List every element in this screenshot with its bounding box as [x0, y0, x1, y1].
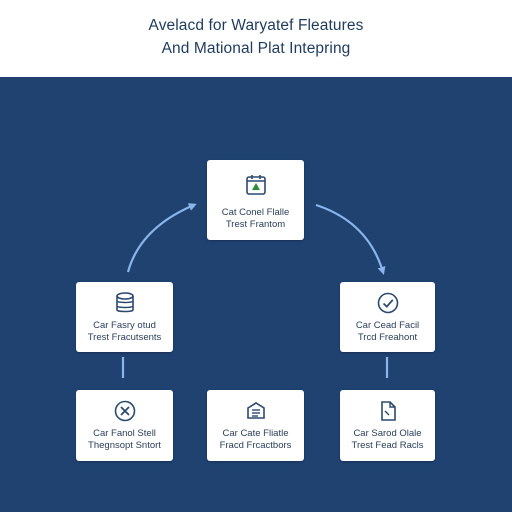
node-bottom-left-line-1: Car Fanol Stell	[93, 428, 156, 439]
header: Avelacd for Waryatef Fleatures And Matio…	[0, 0, 512, 77]
node-bottom-middle-line-1: Car Cate Fliatle	[222, 428, 289, 439]
arrow-top-to-right	[315, 203, 386, 275]
node-bottom-middle[interactable]: Car Cate Fliatle Fracd Frcactbors	[207, 390, 304, 461]
database-icon	[115, 292, 134, 313]
node-left[interactable]: Car Fasry otud Trest Fracutsents	[76, 282, 173, 352]
node-bottom-left[interactable]: Car Fanol Stell Thegnsopt Sntort	[76, 390, 173, 461]
inbox-icon	[246, 402, 265, 419]
arrow-left-to-top	[126, 203, 197, 273]
node-right-line-2: Trcd Freahont	[357, 332, 418, 343]
node-bottom-right-line-1: Car Sarod Olale	[353, 428, 422, 439]
document-icon	[380, 401, 396, 421]
node-right-line-1: Car Cead Facil	[355, 320, 420, 331]
close-circle-icon	[114, 400, 135, 422]
calendar-tree-icon	[245, 175, 266, 195]
node-left-line-2: Trest Fracutsents	[87, 332, 162, 343]
node-bottom-middle-line-2: Fracd Frcactbors	[219, 440, 292, 451]
node-left-line-1: Car Fasry otud	[93, 320, 156, 331]
node-top[interactable]: Cat Conel Flalle Trest Frantom	[207, 160, 304, 240]
title-line-1: Avelacd for Waryatef Fleatures	[148, 17, 364, 34]
node-top-line-2: Trest Frantom	[225, 219, 286, 230]
node-bottom-left-line-2: Thegnsopt Sntort	[88, 440, 161, 451]
node-top-line-1: Cat Conel Flalle	[221, 207, 290, 218]
node-bottom-right[interactable]: Car Sarod Olale Trest Fead Racls	[340, 390, 435, 461]
title-line-2: And Mational Plat Intepring	[161, 40, 351, 57]
node-bottom-right-line-2: Trest Fead Racls	[351, 440, 424, 451]
node-right[interactable]: Car Cead Facil Trcd Freahont	[340, 282, 435, 352]
check-circle-icon	[377, 292, 398, 314]
